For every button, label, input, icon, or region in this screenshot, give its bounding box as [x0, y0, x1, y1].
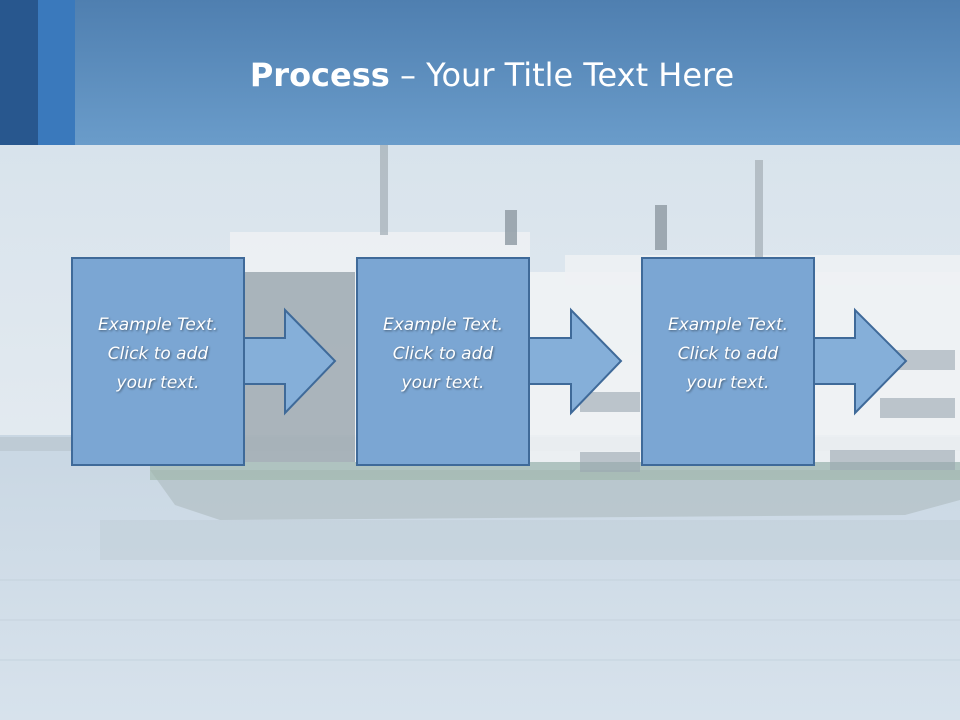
- process-step-2[interactable]: [356, 257, 623, 466]
- step-1-line-1: Example Text.: [97, 315, 219, 335]
- step-2-line-1: Example Text.: [382, 315, 504, 335]
- step-1-text[interactable]: Example Text. Click to add your text.: [72, 311, 244, 398]
- step-1-line-3: your text.: [116, 373, 200, 393]
- step-3-line-3: your text.: [686, 373, 770, 393]
- step-1-arrow: [243, 307, 337, 416]
- step-2-arrow: [528, 307, 623, 416]
- accent-block-dark: [0, 0, 38, 145]
- step-3-box: [641, 257, 815, 466]
- process-step-3[interactable]: [641, 257, 908, 466]
- step-2-line-3: your text.: [401, 373, 485, 393]
- step-3-text[interactable]: Example Text. Click to add your text.: [642, 311, 814, 398]
- slide-title[interactable]: Process – Your Title Text Here: [0, 55, 960, 95]
- title-bold: Process: [249, 56, 390, 94]
- step-3-arrow: [812, 307, 908, 416]
- title-rest: – Your Title Text Here: [389, 56, 735, 94]
- step-2-line-2: Click to add: [392, 344, 494, 364]
- accent-block-light: [38, 0, 75, 145]
- step-3-line-2: Click to add: [677, 344, 779, 364]
- title-bar: [0, 0, 960, 145]
- step-2-text[interactable]: Example Text. Click to add your text.: [357, 311, 529, 398]
- process-step-1[interactable]: [71, 257, 337, 466]
- step-3-line-1: Example Text.: [667, 315, 789, 335]
- step-1-line-2: Click to add: [107, 344, 209, 364]
- step-1-box: [71, 257, 245, 466]
- step-2-box: [356, 257, 530, 466]
